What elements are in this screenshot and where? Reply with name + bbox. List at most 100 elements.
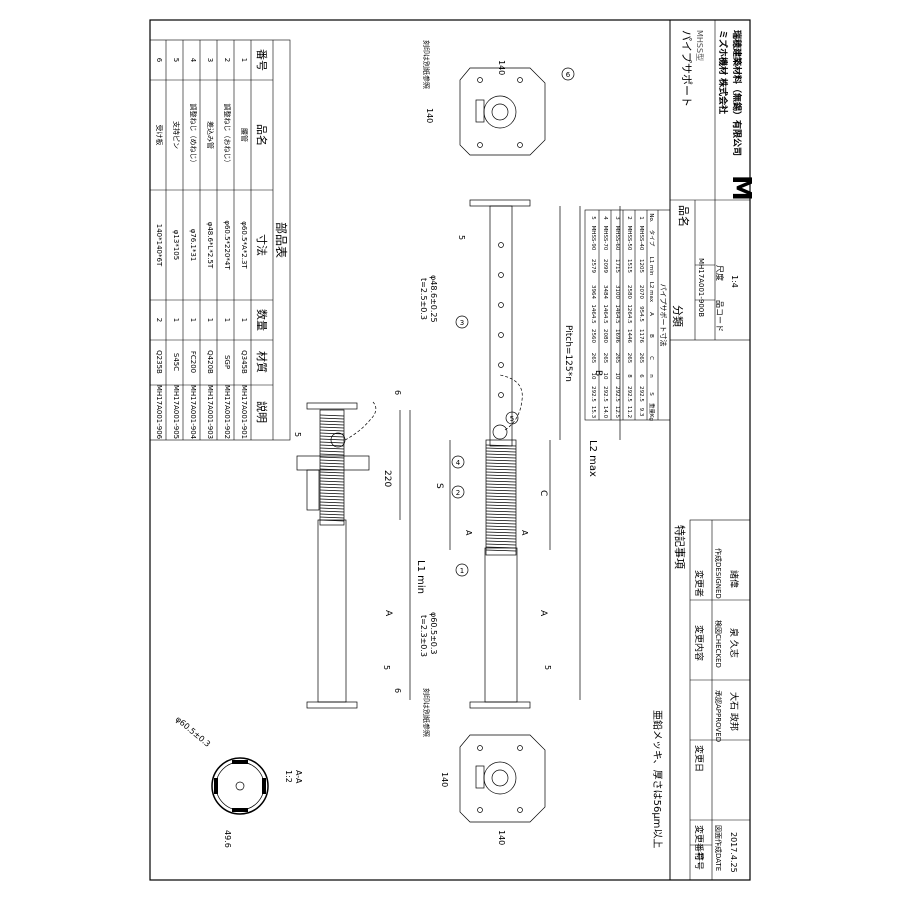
parts-cell-2-3: 1 xyxy=(206,318,214,322)
title-block: 品名 パイプサポート MHSS型 M ミズホ機材 株式会社 瑞穂建築材料（無錫）… xyxy=(669,19,756,881)
designed-label: 作成DESIGNED xyxy=(714,548,723,599)
parts-header-3: 数量 xyxy=(255,309,268,331)
weld-5-a: 5 xyxy=(293,432,302,437)
size-header-4: A xyxy=(648,312,654,316)
size-cell-1-8: 292.5 xyxy=(626,386,632,402)
balloon-4: 4 xyxy=(451,455,465,469)
phi-lower: φ60.5±0.3 xyxy=(429,612,438,655)
plating-note: 亜鉛メッキ、厚さは56μm以上 xyxy=(651,710,664,848)
parts-cell-4-5: MH17A001-905 xyxy=(172,385,180,439)
product-label: 品名 xyxy=(677,205,691,227)
dimension-lines xyxy=(399,206,621,700)
section-label: A-A xyxy=(294,770,303,784)
size-cell-2-7: 10 xyxy=(614,373,620,380)
dim-L2: L2 max xyxy=(587,440,598,477)
parts-cell-4-1: 支持ピン xyxy=(172,121,181,149)
phi-upper: φ48.6±0.25 xyxy=(429,275,438,323)
weld-5-c: 5 xyxy=(382,665,391,670)
sheet-border xyxy=(149,19,751,881)
parts-cell-0-5: MH17A001-901 xyxy=(240,385,248,439)
parts-cell-5-2: 140*140*6T xyxy=(155,224,163,267)
size-cell-3-8: 292.5 xyxy=(602,386,608,402)
parts-cell-2-5: MH17A001-903 xyxy=(206,385,214,439)
size-header-7: n xyxy=(648,374,654,378)
parts-cell-1-5: MH17A001-902 xyxy=(223,385,231,439)
approved-label: 承認APPROVED xyxy=(714,690,723,742)
size-cell-3-0: 4 xyxy=(602,216,608,220)
size-cell-2-0: 3 xyxy=(614,216,620,220)
size-cell-3-2: 2099 xyxy=(602,259,608,273)
section-mark-a1: A xyxy=(464,530,473,536)
size-cell-0-4: 954.5 xyxy=(638,306,644,322)
parts-cell-3-5: MH17A001-904 xyxy=(189,385,197,440)
size-header-0: No. xyxy=(648,213,654,222)
parts-cell-5-5: MH17A001-906 xyxy=(155,385,163,440)
parts-cell-4-0: 5 xyxy=(172,58,180,62)
dim-L1: L1 min xyxy=(415,560,426,594)
svg-text:2: 2 xyxy=(456,489,460,497)
size-cell-1-9: 11.2 xyxy=(626,406,632,418)
dim-140-top-width: 140 xyxy=(497,60,506,75)
parts-cell-5-0: 6 xyxy=(155,58,163,63)
size-cell-1-4: 1264.5 xyxy=(626,304,632,324)
size-cell-4-9: 15.3 xyxy=(590,406,596,419)
size-cell-0-6: 265 xyxy=(638,353,644,364)
size-cell-0-2: 1205 xyxy=(638,259,644,273)
parts-cell-1-4: SGP xyxy=(223,355,231,369)
created-date: 2017.4.25 xyxy=(729,832,738,873)
size-cell-2-3: 3100 xyxy=(614,285,620,299)
size-header-1: タイプ xyxy=(648,230,656,247)
dim-B: B xyxy=(593,370,603,376)
parts-cell-5-4: Q235B xyxy=(155,350,163,374)
size-cell-3-9: 14.0 xyxy=(602,406,608,419)
dim-140-bottom-width: 140 xyxy=(497,830,506,845)
parts-header-4: 材質 xyxy=(255,351,269,373)
created-label: 図面作成DATE xyxy=(714,825,723,871)
parts-cell-1-3: 1 xyxy=(223,318,231,322)
company-logo: M xyxy=(726,175,756,201)
size-cell-1-3: 2580 xyxy=(626,285,632,299)
svg-text:3: 3 xyxy=(460,319,464,327)
checked-label: 検図CHECKED xyxy=(714,620,723,668)
size-cell-1-1: MHSS-50 xyxy=(626,226,632,251)
size-cell-1-7: 8 xyxy=(626,374,632,378)
dim-A-right: A xyxy=(538,610,548,617)
parts-cell-1-2: φ60.5*220*4T xyxy=(223,220,231,270)
dim-6-bottom: 6 xyxy=(393,688,402,693)
parts-cell-3-4: FC200 xyxy=(189,351,197,373)
product-name: パイプサポート xyxy=(680,30,693,107)
size-cell-2-2: 1715 xyxy=(614,259,620,273)
section-width: 49.6 xyxy=(223,830,232,848)
parts-cell-0-3: 1 xyxy=(240,318,248,322)
parts-cell-1-0: 2 xyxy=(223,58,231,62)
parts-header-1: 品名 xyxy=(255,124,269,146)
size-cell-0-5: 1176 xyxy=(638,329,644,343)
parts-cell-2-4: Q420B xyxy=(206,350,214,374)
parts-cell-3-3: 1 xyxy=(189,318,197,322)
size-cell-2-5: 1696 xyxy=(614,329,620,343)
parts-header-2: 寸法 xyxy=(255,234,269,256)
size-cell-0-7: 6 xyxy=(638,374,644,378)
size-cell-2-8: 292.5 xyxy=(614,386,620,402)
symbol-label: 符号 xyxy=(693,852,705,870)
size-cell-3-6: 265 xyxy=(602,353,608,364)
parts-cell-2-0: 3 xyxy=(206,58,214,62)
size-cell-3-4: 1464.5 xyxy=(602,304,608,324)
size-cell-1-6: 265 xyxy=(626,353,632,364)
dim-pitch: Pitch=125*n xyxy=(563,325,573,382)
size-table-title: パイプサポート寸法 xyxy=(659,284,668,347)
t-upper: t=2.5±0.3 xyxy=(419,278,428,320)
parts-cell-3-2: φ76.1*31 xyxy=(189,229,197,262)
size-cell-0-1: MHSS-40 xyxy=(638,226,644,251)
parts-header-0: 番号 xyxy=(255,49,268,71)
parts-header-5: 説明 xyxy=(255,401,269,423)
parts-cell-3-0: 4 xyxy=(189,58,197,63)
size-cell-3-3: 3484 xyxy=(602,285,608,299)
size-cell-3-5: 2080 xyxy=(602,329,608,343)
svg-text:6: 6 xyxy=(566,71,571,79)
base-plate-top xyxy=(459,67,546,156)
size-header-5: B xyxy=(648,334,654,338)
size-cell-4-2: 2579 xyxy=(590,259,596,273)
dim-C: C xyxy=(538,490,548,496)
